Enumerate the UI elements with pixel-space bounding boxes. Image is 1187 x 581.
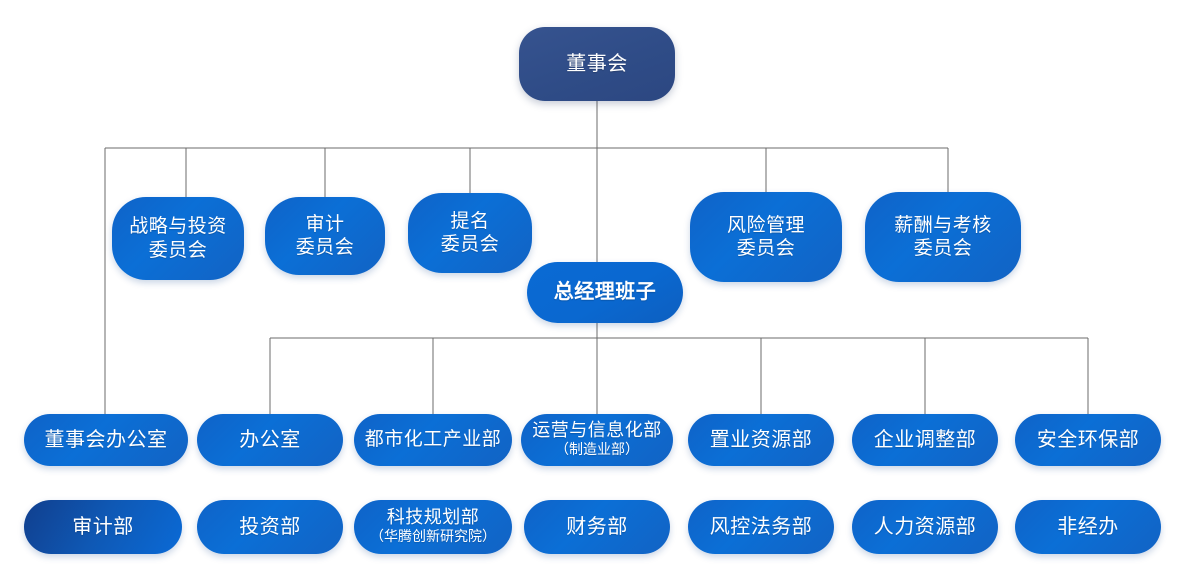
node-safety-environment-dept[interactable]: 安全环保部 bbox=[1015, 414, 1161, 466]
node-label: 董事会 bbox=[566, 52, 628, 75]
node-label: 风控法务部 bbox=[709, 515, 813, 538]
node-label: 科技规划部 bbox=[386, 507, 480, 528]
node-board-office[interactable]: 董事会办公室 bbox=[24, 414, 188, 466]
node-strategy-investment-committee[interactable]: 战略与投资 委员会 bbox=[112, 197, 244, 280]
node-general-manager-team[interactable]: 总经理班子 bbox=[527, 262, 683, 323]
node-compensation-assessment-committee[interactable]: 薪酬与考核 委员会 bbox=[865, 192, 1021, 282]
node-risk-management-committee[interactable]: 风险管理 委员会 bbox=[690, 192, 842, 282]
node-label: 置业资源部 bbox=[709, 428, 813, 451]
node-investment-dept[interactable]: 投资部 bbox=[197, 500, 343, 554]
node-human-resources-dept[interactable]: 人力资源部 bbox=[852, 500, 998, 554]
node-property-resources-dept[interactable]: 置业资源部 bbox=[688, 414, 834, 466]
node-label: 办公室 bbox=[239, 428, 301, 451]
node-office[interactable]: 办公室 bbox=[197, 414, 343, 466]
node-label: 审计部 bbox=[72, 515, 134, 538]
node-label: 薪酬与考核 委员会 bbox=[894, 214, 992, 259]
node-label: 投资部 bbox=[239, 515, 301, 538]
node-nomination-committee[interactable]: 提名 委员会 bbox=[408, 193, 532, 273]
node-operations-informatization-dept[interactable]: 运营与信息化部 （制造业部） bbox=[521, 414, 673, 466]
node-label: 提名 委员会 bbox=[440, 210, 500, 255]
node-sublabel: （华腾创新研究院） bbox=[370, 530, 496, 546]
node-enterprise-restructuring-dept[interactable]: 企业调整部 bbox=[852, 414, 998, 466]
node-audit-dept[interactable]: 审计部 bbox=[24, 500, 182, 554]
node-label: 非经办 bbox=[1057, 515, 1119, 538]
node-label: 董事会办公室 bbox=[44, 428, 168, 451]
node-urban-chemical-industry-dept[interactable]: 都市化工产业部 bbox=[354, 414, 512, 466]
node-finance-dept[interactable]: 财务部 bbox=[524, 500, 670, 554]
node-audit-committee[interactable]: 审计 委员会 bbox=[265, 197, 385, 275]
node-label: 战略与投资 委员会 bbox=[129, 216, 227, 261]
node-label: 财务部 bbox=[566, 515, 628, 538]
node-technology-planning-dept[interactable]: 科技规划部 （华腾创新研究院） bbox=[354, 500, 512, 554]
node-non-operating-office[interactable]: 非经办 bbox=[1015, 500, 1161, 554]
node-label: 都市化工产业部 bbox=[364, 429, 502, 451]
node-label: 总经理班子 bbox=[553, 281, 657, 304]
node-board-of-directors[interactable]: 董事会 bbox=[519, 27, 675, 101]
node-label: 安全环保部 bbox=[1036, 428, 1140, 451]
node-label: 运营与信息化部 bbox=[532, 420, 662, 441]
node-label: 风险管理 委员会 bbox=[726, 214, 805, 259]
node-sublabel: （制造业部） bbox=[555, 443, 639, 459]
node-risk-legal-dept[interactable]: 风控法务部 bbox=[688, 500, 834, 554]
node-label: 审计 委员会 bbox=[295, 213, 355, 258]
node-label: 企业调整部 bbox=[873, 428, 977, 451]
node-label: 人力资源部 bbox=[873, 515, 977, 538]
